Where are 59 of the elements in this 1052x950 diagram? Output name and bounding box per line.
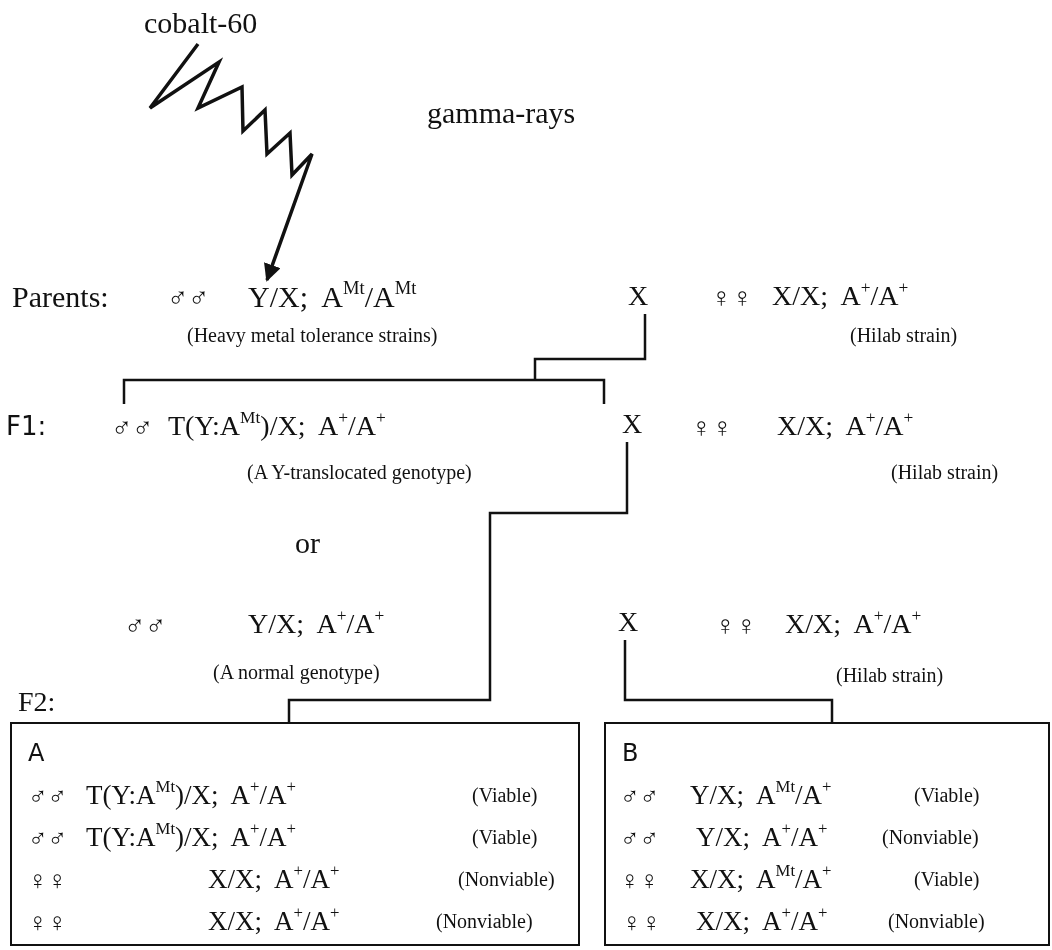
cross-bracket-line [623,640,834,722]
genotype-text: Y/X; A$^{Mt}$/A$^{+}$ [690,780,832,812]
genotype-text: T(Y:A$^{Mt}$)/X; A$^{+}$/A$^{+}$ [168,410,386,443]
genotype-text: Y/X; A$^{+}$/A$^{+}$ [696,822,828,854]
sex-symbol: ♂♂ [620,824,659,854]
viability-note: (Viable) [914,784,980,807]
genotype-text: X/X; A$^{+}$/A$^{+}$ [696,906,828,938]
box-letter: A [28,740,45,768]
strain-note: (Hilab strain) [836,664,944,687]
source-label: cobalt-60 [144,6,258,41]
genotype-text: T(Y:A$^{Mt}$)/X; A$^{+}$/A$^{+}$ [86,780,296,812]
genotype-text: Y/X; A$^{Mt}$/A$^{Mt}$ [248,280,417,315]
strain-note: (A Y-translocated genotype) [247,461,472,484]
genotype-text: X/X; A$^{+}$/A$^{+}$ [777,410,914,443]
viability-note: (Viable) [472,826,538,849]
genotype-text: X/X; A$^{Mt}$/A$^{+}$ [690,864,832,896]
sex-symbol: ♀♀ [622,908,661,938]
genotype-text: Y/X; A$^{+}$/A$^{+}$ [248,608,385,641]
viability-note: (Viable) [472,784,538,807]
box-letter: B [622,740,639,768]
sex-symbol: ♀♀ [28,866,67,896]
cross-symbol: X [618,606,639,639]
viability-note: (Nonviable) [458,868,555,891]
genotype-text: X/X; A$^{+}$/A$^{+}$ [208,906,340,938]
viability-note: (Nonviable) [436,910,533,933]
strain-note: (A normal genotype) [213,661,380,684]
genotype-text: X/X; A$^{+}$/A$^{+}$ [772,280,909,313]
offspring-box [604,722,1050,946]
offspring-box [10,722,580,946]
cross-symbol: X [622,408,643,441]
strain-note: (Hilab strain) [891,461,999,484]
sex-symbol: ♂♂ [28,824,67,854]
sex-symbol: ♀♀ [711,282,753,315]
diagram-label: Parents: [12,280,109,315]
sex-symbol: ♀♀ [28,908,67,938]
genotype-text: X/X; A$^{+}$/A$^{+}$ [785,608,922,641]
viability-note: (Viable) [914,868,980,891]
diagram-label: or [295,526,320,561]
diagram-label: gamma-rays [427,96,576,131]
sex-symbol: ♂♂ [28,782,67,812]
genotype-text: X/X; A$^{+}$/A$^{+}$ [208,864,340,896]
sex-symbol: ♂♂ [620,782,659,812]
viability-note: (Nonviable) [888,910,985,933]
sex-symbol: ♀♀ [691,412,733,445]
genotype-text: T(Y:A$^{Mt}$)/X; A$^{+}$/A$^{+}$ [86,822,296,854]
diagram-label: F2: [18,686,56,719]
diagram-label: F1: [6,412,47,442]
strain-note: (Hilab strain) [850,324,958,347]
cross-bracket-line [287,442,629,722]
strain-note: (Heavy metal tolerance strains) [187,324,438,347]
viability-note: (Nonviable) [882,826,979,849]
sex-symbol: ♀♀ [620,866,659,896]
zigzag-arrow [148,42,314,282]
sex-symbol: ♂♂ [124,610,166,643]
cross-symbol: X [628,280,649,313]
cross-bracket-line [122,312,647,406]
sex-symbol: ♀♀ [715,610,757,643]
sex-symbol: ♂♂ [111,412,153,445]
sex-symbol: ♂♂ [167,282,209,315]
